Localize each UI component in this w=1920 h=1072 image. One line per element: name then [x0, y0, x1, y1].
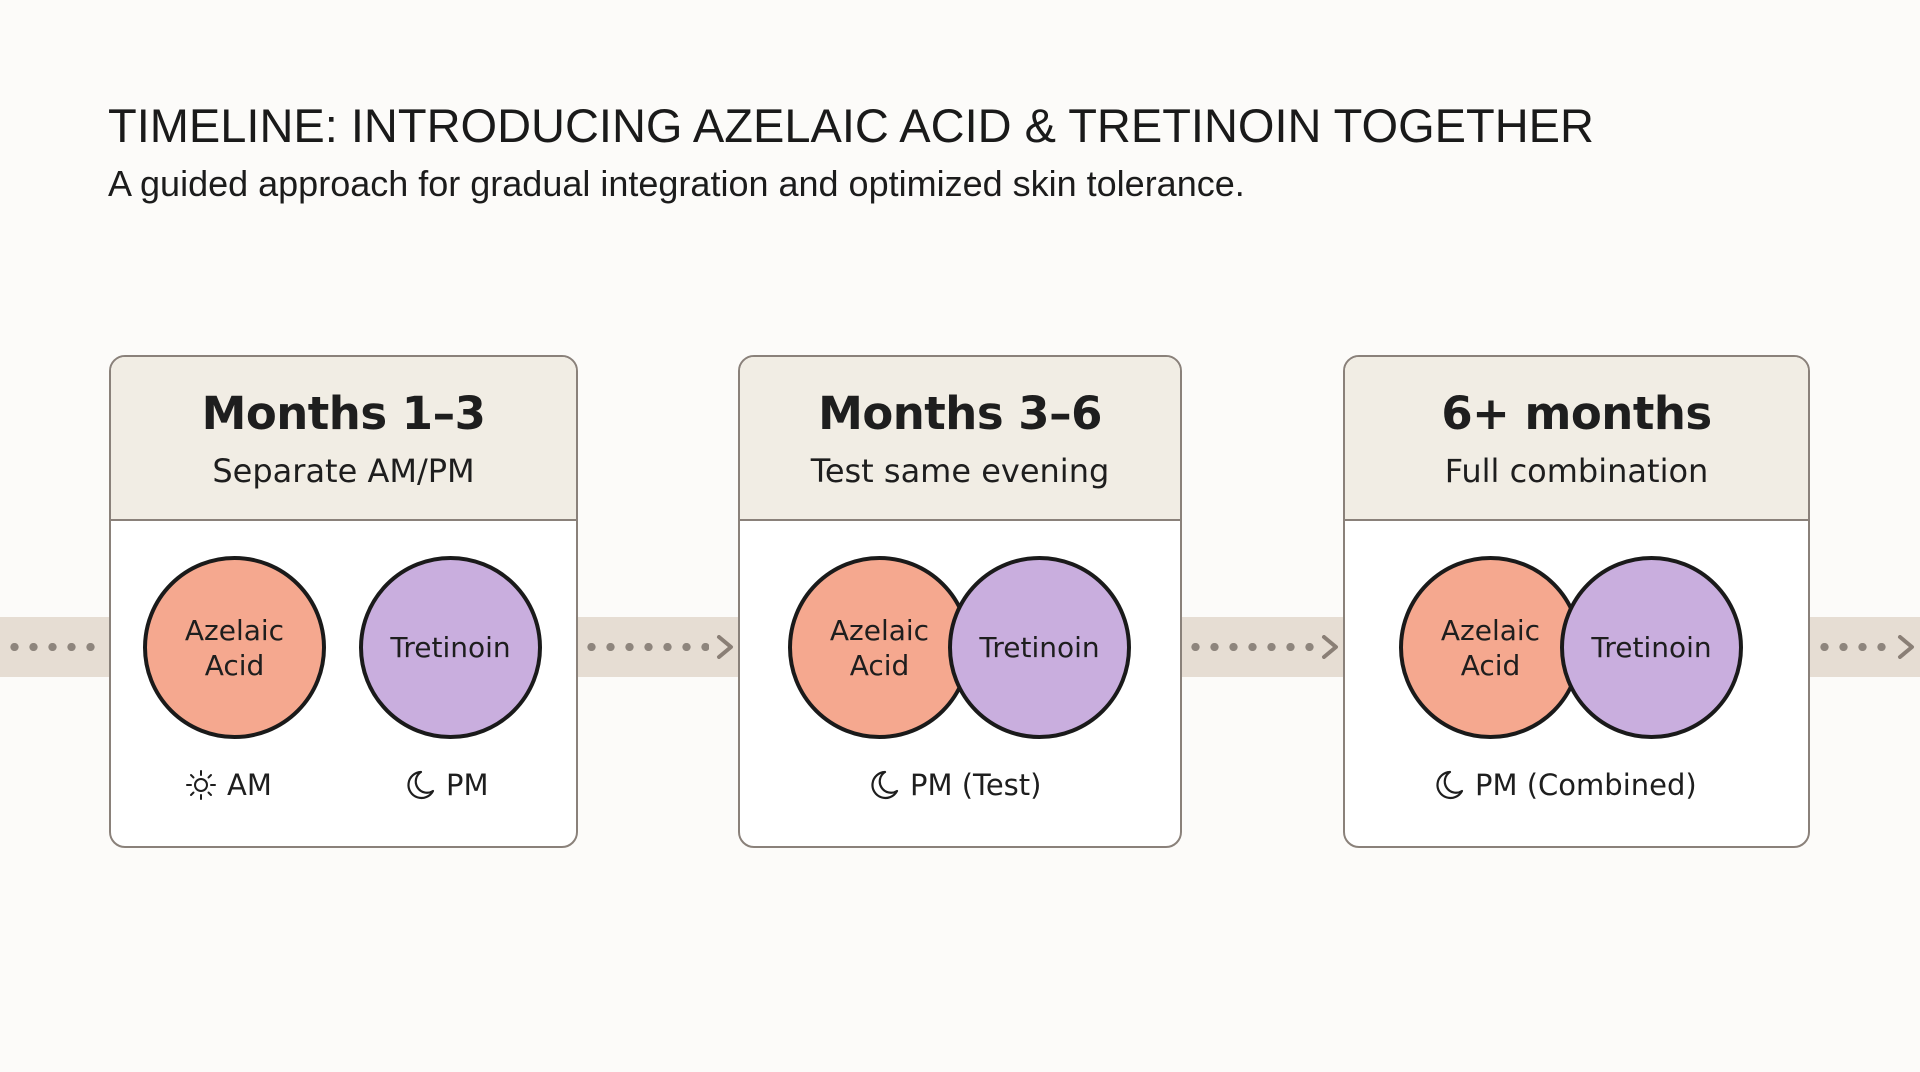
chevron-right-icon — [1898, 635, 1914, 659]
phase-subtitle: Full combination — [1444, 452, 1709, 490]
page-title: TIMELINE: INTRODUCING AZELAIC ACID & TRE… — [108, 99, 1594, 152]
phase-card-header: Months 3–6 Test same evening — [740, 357, 1180, 521]
circle-label: Tretinoin — [1591, 631, 1712, 664]
circle-label: Tretinoin — [390, 631, 511, 664]
dotted-line — [577, 643, 709, 651]
circle-label-line2: Acid — [849, 648, 910, 682]
pm-test-caption: PM (Test) — [870, 765, 1041, 805]
sun-icon — [186, 770, 216, 800]
chevron-right-icon — [717, 635, 733, 659]
timeline-connector-1-2 — [577, 617, 739, 677]
dotted-line — [1181, 643, 1314, 651]
tretinoin-circle: Tretinoin — [1560, 556, 1743, 739]
circle-label-line1: Azelaic — [829, 613, 930, 647]
page-subtitle: A guided approach for gradual integratio… — [108, 163, 1245, 204]
moon-icon — [1436, 770, 1464, 800]
moon-icon — [871, 770, 899, 800]
circle-label-line2: Acid — [204, 648, 265, 682]
timeline-connector-end — [1810, 617, 1920, 677]
circle-label-line1: Azelaic — [184, 613, 285, 647]
caption-text: PM (Combined) — [1475, 768, 1697, 802]
caption-text: PM (Test) — [910, 768, 1042, 802]
caption-text: PM — [446, 768, 489, 802]
am-caption: AM — [185, 765, 272, 805]
caption-text: AM — [227, 768, 272, 802]
timeline-connector-2-3 — [1181, 617, 1344, 677]
phase-subtitle: Test same evening — [810, 452, 1110, 490]
moon-icon — [407, 770, 435, 800]
phase-title: Months 3–6 — [818, 387, 1102, 440]
dotted-line — [0, 643, 104, 651]
phase-subtitle: Separate AM/PM — [212, 452, 475, 490]
tretinoin-circle: Tretinoin — [948, 556, 1131, 739]
chevron-right-icon — [1322, 635, 1338, 659]
phase-card-header: Months 1–3 Separate AM/PM — [111, 357, 576, 521]
dotted-line — [1810, 643, 1890, 651]
phase-card-header: 6+ months Full combination — [1345, 357, 1808, 521]
circle-label-line2: Acid — [1460, 648, 1521, 682]
phase-title: Months 1–3 — [201, 387, 486, 440]
circle-label: Tretinoin — [979, 631, 1100, 664]
tretinoin-circle: Tretinoin — [359, 556, 542, 739]
circle-label-line1: Azelaic — [1440, 613, 1541, 647]
pm-combined-caption: PM (Combined) — [1435, 765, 1697, 805]
timeline-connector-start — [0, 617, 110, 677]
phase-title: 6+ months — [1441, 387, 1712, 440]
pm-caption: PM — [406, 765, 489, 805]
